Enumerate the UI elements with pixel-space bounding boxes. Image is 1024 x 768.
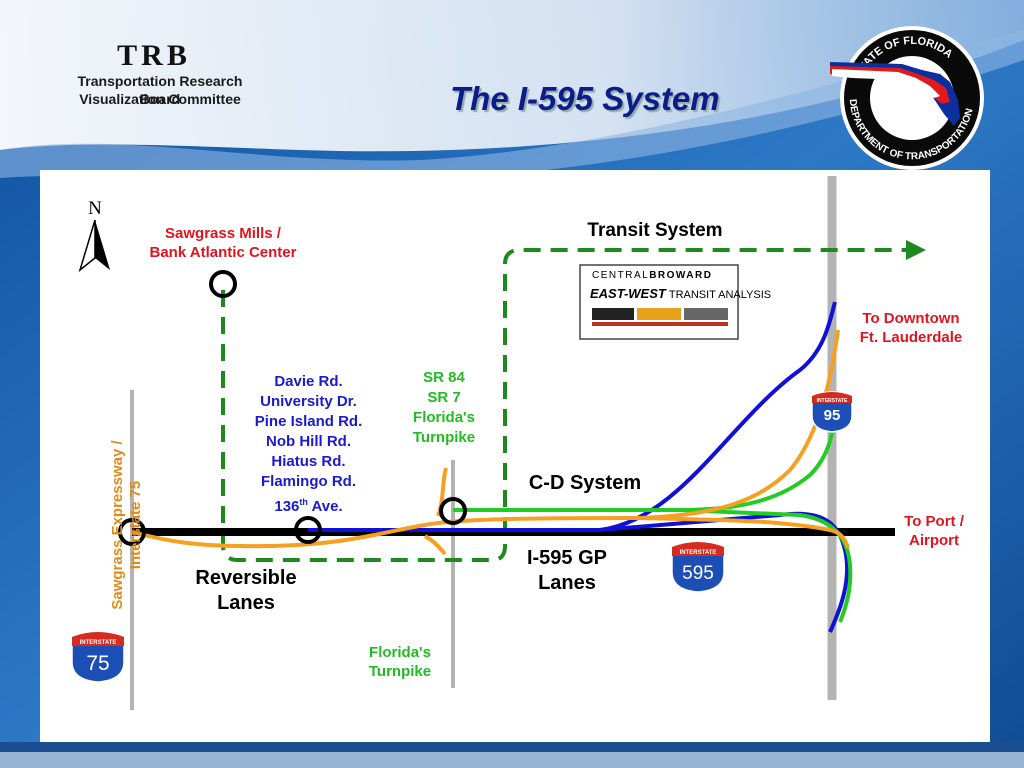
gp-lanes-label: I-595 GP Lanes bbox=[526, 547, 608, 594]
to-port-label: To Port / Airport bbox=[904, 513, 964, 549]
page-title: The I-595 System bbox=[450, 80, 720, 117]
turnpike-label: Florida's Turnpike bbox=[368, 644, 432, 680]
interchange-item: Flamingo Rd. bbox=[261, 473, 356, 490]
svg-text:95: 95 bbox=[824, 407, 841, 424]
svg-text:75: 75 bbox=[86, 652, 109, 675]
trb-logo: TRB bbox=[117, 40, 191, 68]
orange-gp-downtown bbox=[131, 329, 840, 549]
org-name: Transportation Research Board bbox=[77, 73, 243, 107]
davie-interchange-circle bbox=[294, 516, 322, 544]
i75-shield-icon: INTERSTATE 75 bbox=[71, 631, 125, 683]
svg-text:CENTRALBROWARD: CENTRALBROWARD bbox=[592, 270, 712, 281]
blue-route-downtown bbox=[308, 301, 837, 532]
turnpike-interchange-circle bbox=[439, 497, 467, 525]
sr84-turnpike-label: SR 84 SR 7 Florida's Turnpike bbox=[412, 369, 476, 446]
sawgrass-station-circle bbox=[209, 270, 237, 298]
svg-text:INTERSTATE: INTERSTATE bbox=[817, 398, 848, 404]
svg-text:INTERSTATE: INTERSTATE bbox=[80, 640, 117, 646]
svg-text:INTERSTATE: INTERSTATE bbox=[680, 550, 717, 556]
transit-route bbox=[221, 248, 908, 562]
transit-arrow-icon bbox=[906, 240, 926, 260]
svg-text:Interstate 75: Interstate 75 bbox=[127, 481, 144, 569]
orange-gp-port bbox=[639, 516, 850, 549]
interchange-item: Hiatus Rd. bbox=[271, 453, 346, 470]
org-committee: Visualization Committee bbox=[79, 91, 241, 107]
i75-interchange-circle bbox=[118, 518, 146, 546]
transit-system-label: Transit System bbox=[587, 220, 723, 241]
fdot-seal-icon: STATE OF FLORIDA DEPARTMENT OF TRANSPORT… bbox=[830, 26, 984, 170]
i595-shield-icon: INTERSTATE 595 bbox=[671, 541, 725, 593]
to-downtown-label: To Downtown Ft. Lauderdale bbox=[859, 310, 963, 346]
green-cd-south bbox=[679, 508, 853, 623]
interchange-item: Nob Hill Rd. bbox=[266, 433, 351, 450]
sawgrass-mills-label: Sawgrass Mills / Bank Atlantic Center bbox=[149, 225, 297, 261]
interchange-item: 136th Ave. bbox=[274, 497, 343, 515]
interchange-item: University Dr. bbox=[260, 393, 357, 410]
interchange-list: Davie Rd. University Dr. Pine Island Rd.… bbox=[236, 372, 381, 517]
sawgrass-expressway-label: Sawgrass Expressway / Interstate 75 bbox=[109, 440, 144, 610]
reversible-lanes-label: Reversible Lanes bbox=[195, 567, 297, 614]
svg-text:N: N bbox=[88, 198, 102, 219]
i95-shield-icon: INTERSTATE 95 bbox=[811, 391, 853, 433]
svg-text:TRB: TRB bbox=[117, 40, 191, 68]
orange-ramp-south bbox=[423, 534, 447, 556]
svg-text:Sawgrass Expressway /: Sawgrass Expressway / bbox=[109, 440, 126, 610]
interchange-item: Davie Rd. bbox=[274, 373, 343, 390]
north-arrow-icon: N bbox=[78, 198, 110, 273]
cd-system-label: C-D System bbox=[528, 472, 642, 494]
svg-text:595: 595 bbox=[682, 563, 714, 584]
interchange-item: Pine Island Rd. bbox=[254, 413, 363, 430]
